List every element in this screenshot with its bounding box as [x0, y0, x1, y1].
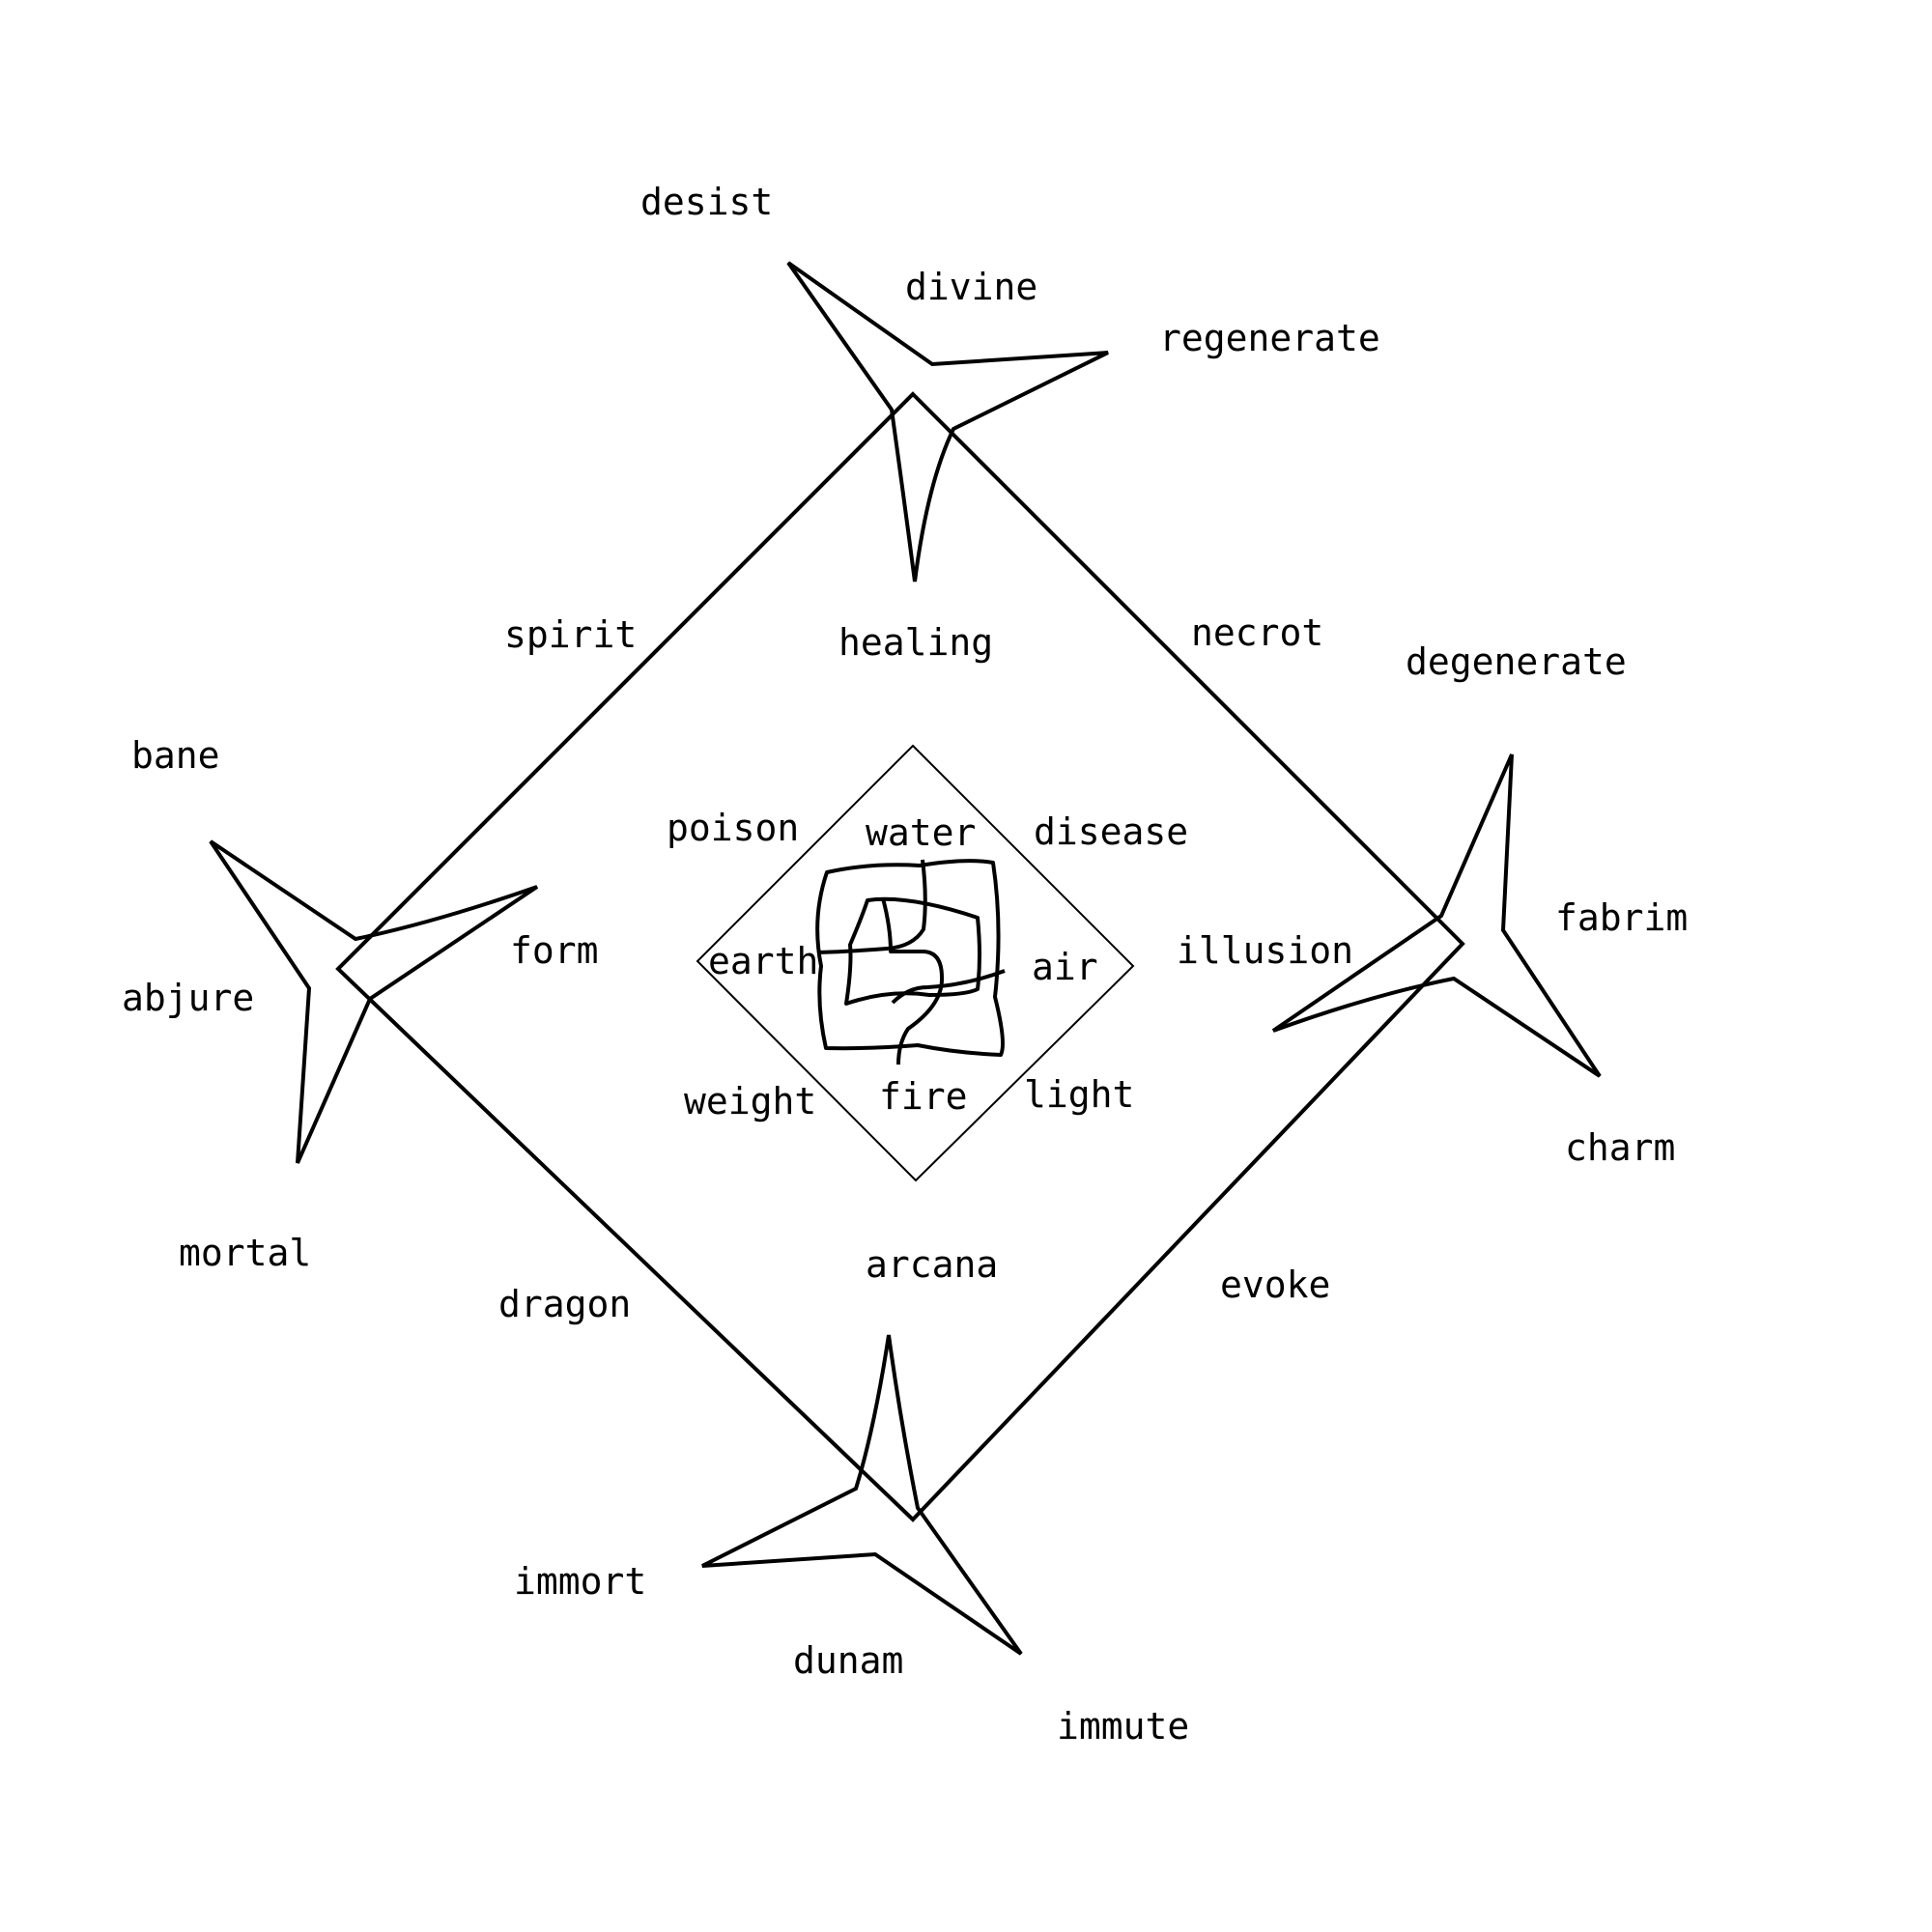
label-bane: bane [131, 734, 220, 777]
label-necrot: necrot [1191, 611, 1323, 654]
label-arcana: arcana [866, 1243, 998, 1286]
label-poison: poison [667, 807, 799, 849]
label-water: water [866, 811, 976, 854]
bottom-three-point-star [701, 1334, 1023, 1656]
label-mortal: mortal [179, 1232, 311, 1274]
label-immute: immute [1057, 1705, 1189, 1747]
label-fire: fire [879, 1075, 968, 1118]
label-desist: desist [640, 181, 773, 223]
label-divine: divine [905, 266, 1037, 308]
label-fabrim: fabrim [1555, 896, 1688, 939]
label-form: form [510, 929, 599, 972]
center-woven-knot [815, 859, 1006, 1065]
label-degenerate: degenerate [1406, 640, 1627, 683]
label-dunam: dunam [793, 1639, 903, 1682]
outer-diamond [335, 391, 1465, 1522]
inner-diamond [696, 744, 1135, 1182]
label-immort: immort [514, 1560, 646, 1603]
top-three-point-star [786, 261, 1109, 582]
right-three-point-star [1271, 753, 1602, 1078]
label-illusion: illusion [1177, 929, 1353, 972]
label-spirit: spirit [504, 613, 637, 656]
label-evoke: evoke [1220, 1264, 1330, 1306]
label-air: air [1032, 946, 1098, 988]
label-weight: weight [684, 1080, 816, 1122]
label-light: light [1024, 1073, 1134, 1116]
label-charm: charm [1565, 1126, 1675, 1169]
label-abjure: abjure [122, 977, 254, 1019]
label-disease: disease [1034, 810, 1188, 853]
label-healing: healing [838, 621, 993, 664]
label-earth: earth [708, 940, 818, 982]
left-three-point-star [209, 839, 539, 1164]
label-regenerate: regenerate [1159, 317, 1380, 359]
label-dragon: dragon [498, 1283, 631, 1325]
